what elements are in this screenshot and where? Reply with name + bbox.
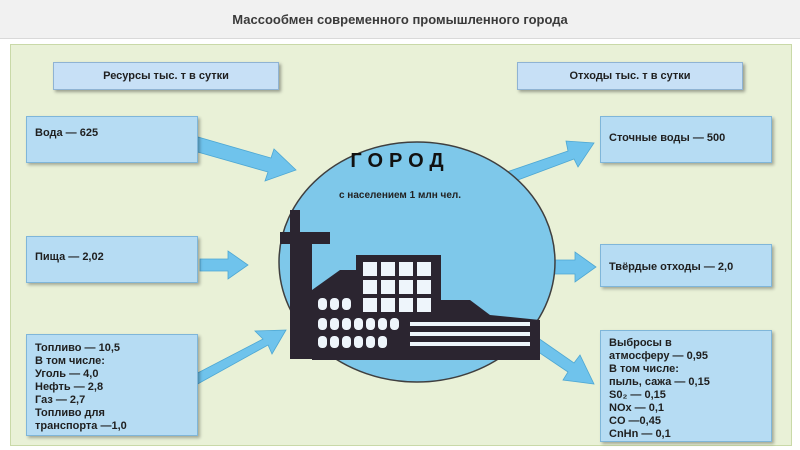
- page-title: Массообмен современного промышленного го…: [232, 12, 568, 27]
- emission-line: атмосферу — 0,95: [609, 350, 708, 362]
- arrow-fuel: [187, 329, 287, 387]
- fuel-line: В том числе:: [35, 355, 105, 367]
- fuel-line: Газ — 2,7: [35, 394, 86, 406]
- title-bar: [0, 0, 800, 39]
- waste-wastewater: Сточные воды — 500: [609, 132, 726, 144]
- arrow-food: [199, 250, 249, 280]
- emission-line: В том числе:: [609, 363, 679, 375]
- waste-box-emissions: Выбросы в атмосферу — 0,95 В том числе: …: [600, 330, 772, 442]
- resource-water: Вода — 625: [35, 127, 99, 139]
- fuel-line: транспорта —1,0: [35, 420, 127, 432]
- waste-header: Отходы тыс. т в сутки: [517, 62, 743, 90]
- fuel-line: Топливо — 10,5: [35, 342, 120, 354]
- city-title: ГОРОД: [350, 150, 450, 172]
- fuel-line: Нефть — 2,8: [35, 381, 104, 393]
- resource-box-water: Вода — 625: [26, 116, 198, 163]
- emission-line: CnHn — 0,1: [609, 428, 671, 440]
- resource-food: Пища — 2,02: [35, 251, 104, 263]
- waste-solid: Твёрдые отходы — 2,0: [609, 261, 734, 273]
- waste-box-solid: Твёрдые отходы — 2,0: [600, 244, 772, 287]
- city-subtitle: с населением 1 млн чел.: [338, 190, 462, 201]
- factory-windows: [318, 262, 530, 348]
- arrow-water: [193, 136, 297, 182]
- emission-line: пыль, сажа — 0,15: [609, 376, 710, 388]
- waste-box-wastewater: Сточные воды — 500: [600, 116, 772, 163]
- fuel-line: Уголь — 4,0: [35, 368, 99, 380]
- emission-line: Выбросы в: [609, 337, 672, 349]
- arrow-solid-waste: [552, 251, 597, 283]
- emission-line: S0₂ — 0,15: [609, 389, 666, 401]
- resource-box-fuel: Топливо — 10,5 В том числе: Уголь — 4,0 …: [26, 334, 198, 436]
- emission-line: CO —0,45: [609, 415, 661, 427]
- fuel-line: Топливо для: [35, 407, 105, 419]
- resources-header: Ресурсы тыс. т в сутки: [53, 62, 279, 90]
- resource-box-food: Пища — 2,02: [26, 236, 198, 283]
- emission-line: NOx — 0,1: [609, 402, 665, 414]
